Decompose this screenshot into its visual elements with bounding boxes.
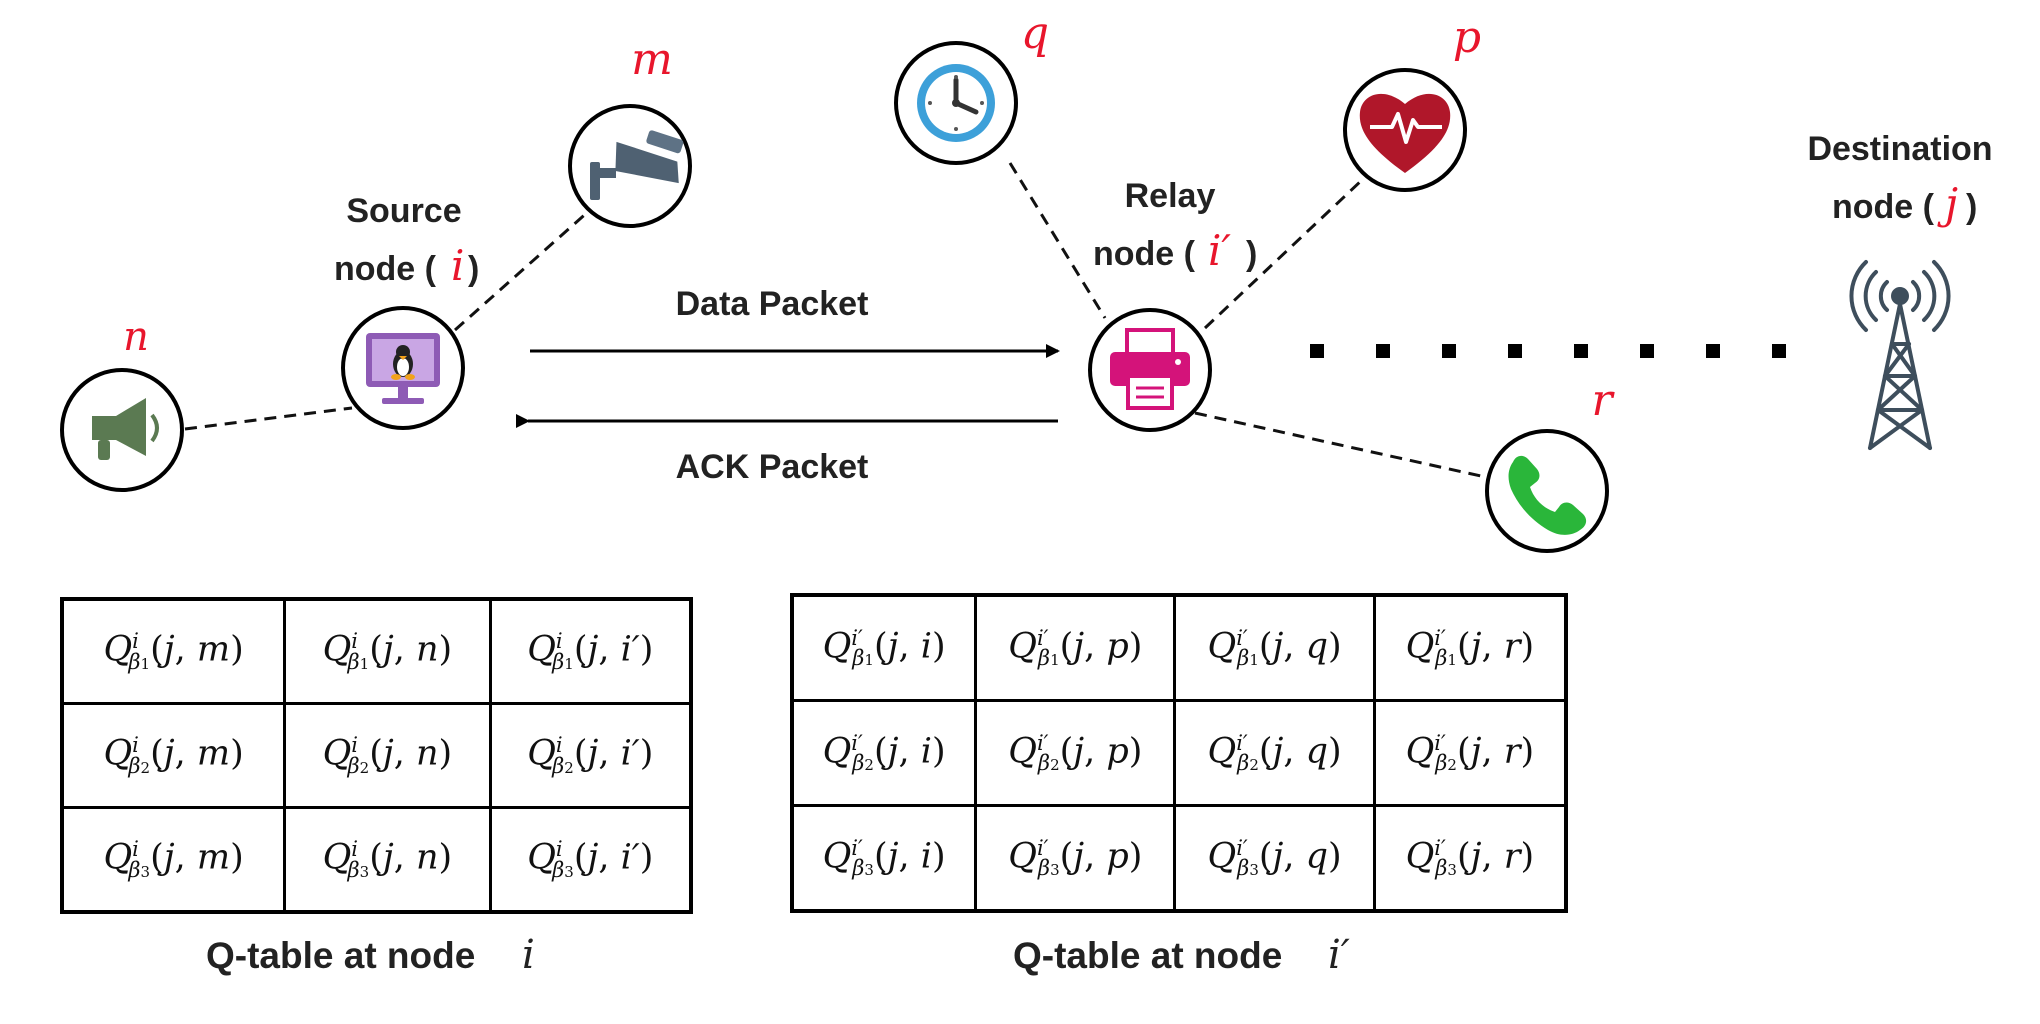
destination-node: [1849, 260, 1951, 450]
relay-node-var: i′: [1208, 226, 1231, 275]
destination-node-label-close: ): [1966, 188, 1977, 226]
qtable-i-caption: Q-table at node: [206, 935, 486, 976]
node-n: [60, 368, 184, 492]
qtable-cell: Qi′β2(j, p): [974, 699, 1177, 807]
dotted-link-relay-destination: [1310, 344, 1786, 358]
security-camera-icon: [590, 130, 684, 200]
node-r-var: r: [1591, 375, 1615, 426]
qtable-i-caption-var: i: [522, 932, 535, 978]
source-node: [341, 306, 465, 430]
qtable-ip-caption: Q-table at node: [1013, 935, 1293, 976]
qtable-cell: Qiβ1(j, i′): [488, 597, 693, 705]
node-p-var: p: [1453, 12, 1481, 63]
node-r: [1485, 429, 1609, 553]
qtable-cell: Qiβ1(j, n): [283, 597, 492, 705]
link-relay-q: [1008, 162, 1107, 319]
link-relay-r: [1194, 411, 1491, 480]
qtable-cell: Qiβ3(j, m): [60, 806, 287, 914]
source-node-label-close: ): [468, 250, 479, 288]
link-relay-p: [1203, 178, 1364, 330]
qtable-cell: Qi′β1(j, r): [1372, 593, 1568, 702]
destination-node-var: j: [1937, 179, 1958, 228]
source-node-var: i: [451, 241, 464, 290]
node-n-var: n: [123, 314, 149, 360]
relay-node-label-line2: node (: [1093, 235, 1196, 273]
printer-icon: [1110, 328, 1190, 410]
destination-node-label-line1: Destination: [1807, 130, 1992, 168]
relay-node: [1088, 308, 1212, 432]
node-p: [1343, 68, 1467, 192]
link-source-m: [454, 208, 591, 332]
node-q-var: q: [1021, 8, 1049, 59]
data-packet-label: Data Packet: [676, 285, 869, 323]
link-source-n: [184, 406, 353, 431]
qtable-cell: Qiβ2(j, m): [60, 702, 287, 809]
qtable-cell: Qi′β1(j, p): [974, 593, 1177, 702]
qtable-cell: Qi′β3(j, r): [1372, 804, 1568, 913]
qtable-cell: Qi′β1(j, i): [790, 593, 978, 702]
node-m-var: m: [631, 34, 673, 85]
relay-node-label-close: ): [1246, 235, 1257, 273]
qtable-ip-caption-var: i′: [1328, 932, 1350, 978]
qtable-row: Qi′β3(j, i)Qi′β3(j, p)Qi′β3(j, q)Qi′β3(j…: [790, 804, 1568, 913]
qtable-row: Qiβ2(j, m)Qiβ2(j, n)Qiβ2(j, i′): [60, 702, 693, 809]
qtable-row: Qi′β1(j, i)Qi′β1(j, p)Qi′β1(j, q)Qi′β1(j…: [790, 593, 1568, 702]
radio-tower-icon: [1849, 260, 1951, 450]
qtable-cell: Qi′β2(j, q): [1173, 699, 1376, 807]
qtable-cell: Qi′β2(j, r): [1372, 699, 1568, 807]
linux-monitor-icon: [366, 333, 440, 404]
source-node-label-line1: Source: [346, 192, 461, 230]
node-q: [894, 41, 1018, 165]
dashed-links: [184, 162, 1491, 480]
qtable-row: Qiβ1(j, m)Qiβ1(j, n)Qiβ1(j, i′): [60, 597, 693, 705]
qtable-cell: Qiβ3(j, n): [283, 806, 492, 914]
qtable-row: Qi′β2(j, i)Qi′β2(j, p)Qi′β2(j, q)Qi′β2(j…: [790, 699, 1568, 807]
megaphone-icon: [92, 398, 159, 460]
clock-icon: [917, 64, 995, 142]
qtable-cell: Qiβ3(j, i′): [488, 806, 693, 914]
source-node-label-line2: node (: [334, 250, 437, 288]
destination-node-label-line2: node (: [1832, 188, 1935, 226]
qtable-cell: Qiβ2(j, i′): [488, 702, 693, 809]
qtable-cell: Qi′β1(j, q): [1173, 593, 1376, 702]
qtable-row: Qiβ3(j, m)Qiβ3(j, n)Qiβ3(j, i′): [60, 806, 693, 914]
node-m: [568, 104, 692, 228]
qtable-cell: Qiβ2(j, n): [283, 702, 492, 809]
relay-node-label-line1: Relay: [1125, 177, 1216, 215]
qtable-cell: Qi′β3(j, i): [790, 804, 978, 913]
ack-packet-label: ACK Packet: [676, 448, 869, 486]
qtable-node-i: Qiβ1(j, m)Qiβ1(j, n)Qiβ1(j, i′)Qiβ2(j, m…: [60, 597, 693, 914]
qtable-node-i-prime: Qi′β1(j, i)Qi′β1(j, p)Qi′β1(j, q)Qi′β1(j…: [790, 593, 1568, 913]
qtable-cell: Qiβ1(j, m): [60, 597, 287, 705]
phone-icon: [1508, 455, 1587, 535]
qtable-cell: Qi′β3(j, p): [974, 804, 1177, 913]
qtable-cell: Qi′β2(j, i): [790, 699, 978, 807]
qtable-cell: Qi′β3(j, q): [1173, 804, 1376, 913]
heart-rate-icon: [1359, 93, 1451, 173]
